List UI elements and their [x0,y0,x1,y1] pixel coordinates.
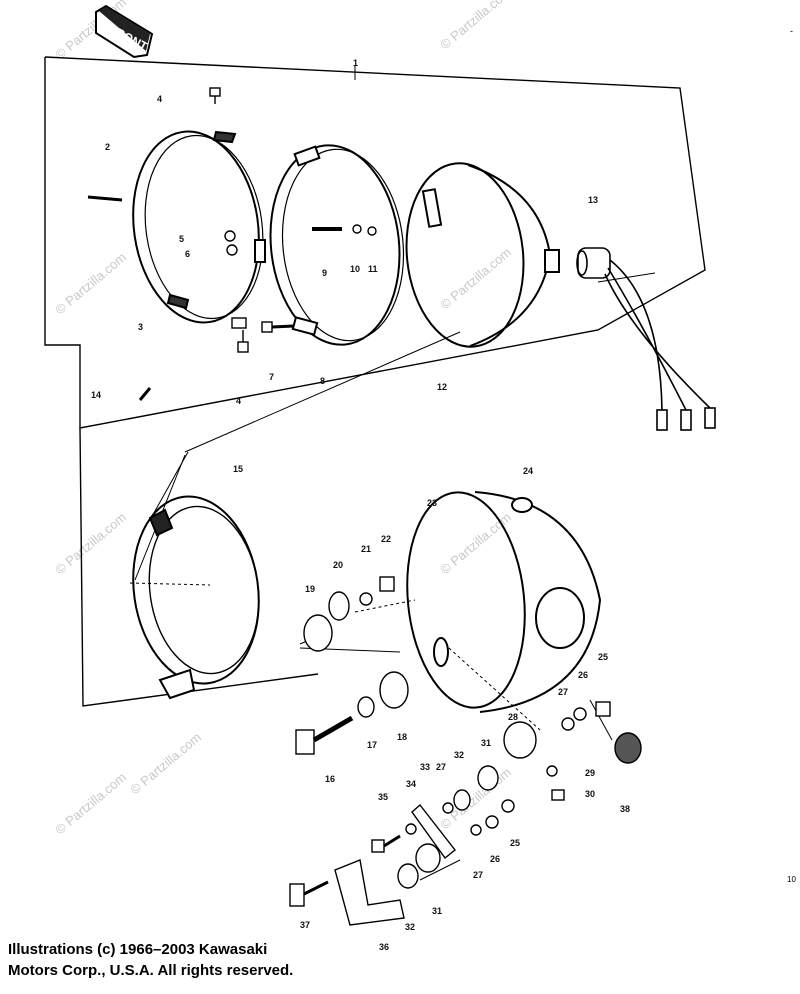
headlight-rim [132,130,264,324]
callout-4: 4 [236,396,241,406]
inner-rim [132,495,260,700]
callout-34: 34 [406,779,416,789]
callout-30: 30 [585,789,595,799]
callout-15: 15 [233,464,243,474]
callout-24: 24 [523,466,533,476]
callout-33: 33 [420,762,430,772]
watermarks: © Partzilla.com © Partzilla.com © Partzi… [52,0,514,837]
callout-16: 16 [325,774,335,784]
callout-35: 35 [378,792,388,802]
sealed-beam-unit [405,162,560,348]
callout-25: 25 [598,652,608,662]
callout-23: 23 [427,498,437,508]
upper-hardware [87,87,377,401]
watermark-text: © Partzilla.com [437,509,514,577]
callout-21: 21 [361,544,371,554]
watermark-text: © Partzilla.com [437,244,514,312]
callout-37: 37 [300,920,310,930]
callout-2: 2 [105,142,110,152]
callout-32: 32 [405,922,415,932]
callout-3: 3 [138,322,143,332]
callout-27: 27 [436,762,446,772]
watermark-text: © Partzilla.com [52,509,129,577]
callout-27: 27 [473,870,483,880]
callout-10: 10 [350,264,360,274]
watermark-text: © Partzilla.com [52,769,129,837]
socket-harness [576,247,716,431]
watermark-text: © Partzilla.com [437,764,514,832]
callouts: 1 2 3 4 4 5 6 7 8 9 10 11 12 13 14 15 16… [91,58,630,952]
copyright-line-2: Motors Corp., U.S.A. All rights reserved… [8,962,294,979]
callout-14: 14 [91,390,101,400]
callout-28: 28 [508,712,518,722]
callout-26: 26 [490,854,500,864]
assembly-outline [44,56,706,707]
callout-29: 29 [585,768,595,778]
callout-19: 19 [305,584,315,594]
callout-22: 22 [381,534,391,544]
callout-4: 4 [157,94,162,104]
callout-7: 7 [269,372,274,382]
lower-hardware [289,576,642,926]
copyright-line-1: Illustrations (c) 1966–2003 Kawasaki [8,941,268,958]
side-dash: - [790,26,793,36]
watermark-text: © Partzilla.com [52,249,129,317]
callout-20: 20 [333,560,343,570]
callout-31: 31 [481,738,491,748]
callout-13: 13 [588,195,598,205]
headlight-shell [406,491,602,713]
headlight-housing-band [254,144,405,346]
callout-6: 6 [185,249,190,259]
callout-17: 17 [367,740,377,750]
callout-27: 27 [558,687,568,697]
callout-8: 8 [320,376,325,386]
callout-38: 38 [620,804,630,814]
callout-11: 11 [368,264,378,274]
callout-26: 26 [578,670,588,680]
callout-5: 5 [179,234,184,244]
front-arrow: FRONT [95,4,154,59]
callout-25: 25 [510,838,520,848]
callout-12: 12 [437,382,447,392]
watermark-text: © Partzilla.com [437,0,514,52]
callout-31: 31 [432,906,442,916]
callout-1: 1 [353,58,358,68]
callout-36: 36 [379,942,389,952]
page-number: 10 [787,875,796,884]
callout-18: 18 [397,732,407,742]
callout-9: 9 [322,268,327,278]
watermark-text: © Partzilla.com [127,729,204,797]
callout-32: 32 [454,750,464,760]
